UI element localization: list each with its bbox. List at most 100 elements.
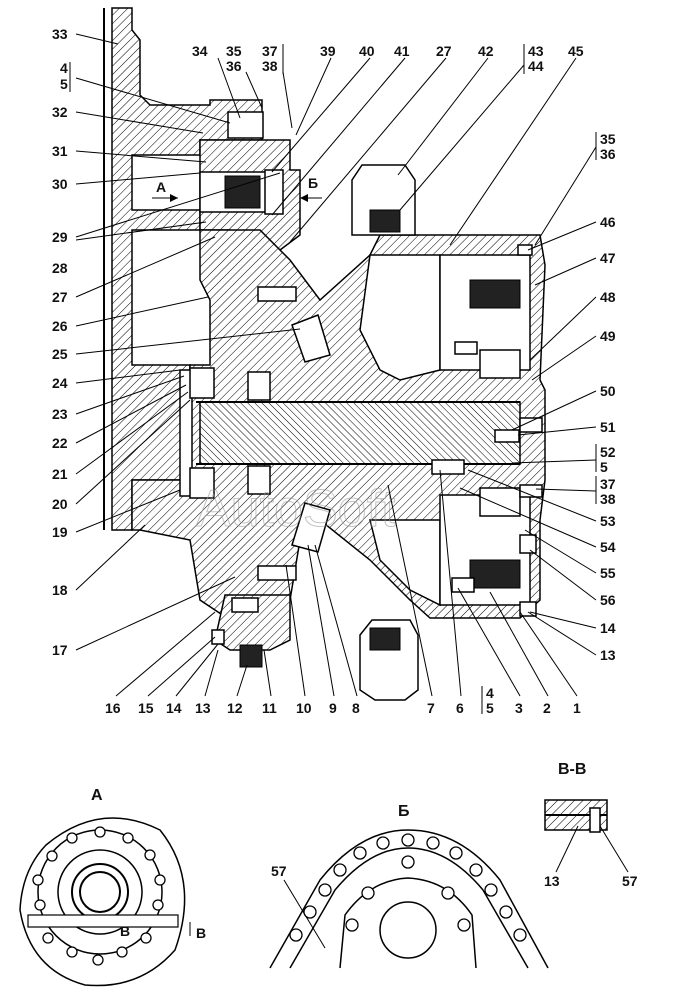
bolt-14-right [519,601,537,617]
callout-4-left: 4 [60,60,68,76]
callout-33: 33 [52,26,68,42]
wheel-hub-top [369,209,401,233]
main-shaft [199,401,521,465]
planet-gear-bottom [469,559,521,589]
arrow-b-label: Б [308,175,318,191]
callout-10: 10 [296,700,312,716]
section-vv-bolt [589,807,601,833]
callout-41: 41 [394,43,410,59]
callout-13-right: 13 [600,647,616,663]
bolt-55 [519,534,537,554]
callout-47: 47 [600,250,616,266]
view-a: А В В [19,787,206,987]
view-b: Б 57 [269,803,549,969]
callout-24: 24 [52,375,68,391]
upper-cap [227,111,264,139]
callout-27-left: 27 [52,289,68,305]
callouts-bottom: 16 15 14 13 12 11 10 9 8 7 6 4 5 3 2 1 [105,685,581,716]
callouts-left: 33 4 5 32 31 30 29 28 27 26 25 24 23 22 … [52,26,71,658]
callout-35-top: 35 [226,43,242,59]
callout-12: 12 [227,700,243,716]
callout-1: 1 [573,700,581,716]
callout-20: 20 [52,496,68,512]
cut-b-label-left: В [120,923,130,939]
callout-5-bottom: 5 [486,700,494,716]
ring-gear-bottom [479,487,521,517]
bearing-left-bottom [189,467,215,499]
callout-2: 2 [543,700,551,716]
callout-16: 16 [105,700,121,716]
callout-26: 26 [52,318,68,334]
callout-34: 34 [192,43,208,59]
callout-37-right: 37 [600,476,616,492]
callout-31: 31 [52,143,68,159]
callout-42: 42 [478,43,494,59]
view-a-title: А [91,787,103,804]
cut-b-label-right: В [196,925,206,941]
bolt-internal-53 [431,459,465,475]
callout-5-left: 5 [60,76,68,92]
callout-36-right: 36 [600,146,616,162]
section-vv-title: В-В [558,761,586,778]
callout-48: 48 [600,289,616,305]
callout-56: 56 [600,592,616,608]
callout-29: 29 [52,229,68,245]
bolt-internal-right [494,429,520,443]
main-section-view: А Б [103,7,546,701]
callout-19: 19 [52,524,68,540]
callout-9: 9 [329,700,337,716]
callout-5-right: 5 [600,459,608,475]
callout-44: 44 [528,58,544,74]
watermark: AutoSoft [196,480,396,538]
planet-gear-top [469,279,521,309]
housing-cavity-lower [369,519,441,607]
callout-14-bottom: 14 [166,700,182,716]
callout-54: 54 [600,539,616,555]
callout-51: 51 [600,419,616,435]
callout-37-top: 37 [262,43,278,59]
callout-49: 49 [600,328,616,344]
callout-40: 40 [359,43,375,59]
callout-28: 28 [52,260,68,276]
callouts-top: 34 35 36 37 38 39 40 41 27 42 43 44 45 [192,43,584,74]
callout-57-view-vv: 57 [622,873,638,889]
callout-32: 32 [52,104,68,120]
bearing-mid-top [247,371,271,401]
callout-13-bottom: 13 [195,700,211,716]
bolt-internal-48 [454,341,478,355]
callout-45: 45 [568,43,584,59]
bolt-46 [517,244,533,256]
callout-52: 52 [600,444,616,460]
callout-38-top: 38 [262,58,278,74]
bearing-mid-bottom [247,465,271,495]
callout-27-top: 27 [436,43,452,59]
tapered-bearing-top [291,314,331,363]
callout-7: 7 [427,700,435,716]
callout-35-right: 35 [600,131,616,147]
bolt-internal-3 [451,577,475,593]
tapered-bearing-bottom [291,502,331,553]
callout-22: 22 [52,435,68,451]
callout-18: 18 [52,582,68,598]
callout-21: 21 [52,466,68,482]
callout-3: 3 [515,700,523,716]
callout-6: 6 [456,700,464,716]
callout-15: 15 [138,700,154,716]
callout-38-right: 38 [600,491,616,507]
leader-lines [75,33,597,697]
callout-53: 53 [600,513,616,529]
callout-14-right: 14 [600,620,616,636]
bolt-internal-top [257,286,297,302]
callout-57-view-b: 57 [271,863,287,879]
callout-46: 46 [600,214,616,230]
callout-30: 30 [52,176,68,192]
callout-25: 25 [52,346,68,362]
callout-4-bottom: 4 [486,685,494,701]
callout-11: 11 [262,700,277,716]
bolt-15 [211,629,225,645]
bolt-internal-bottom [257,565,297,581]
ring-gear-top [479,349,521,379]
callout-17: 17 [52,642,68,658]
callout-23: 23 [52,406,68,422]
